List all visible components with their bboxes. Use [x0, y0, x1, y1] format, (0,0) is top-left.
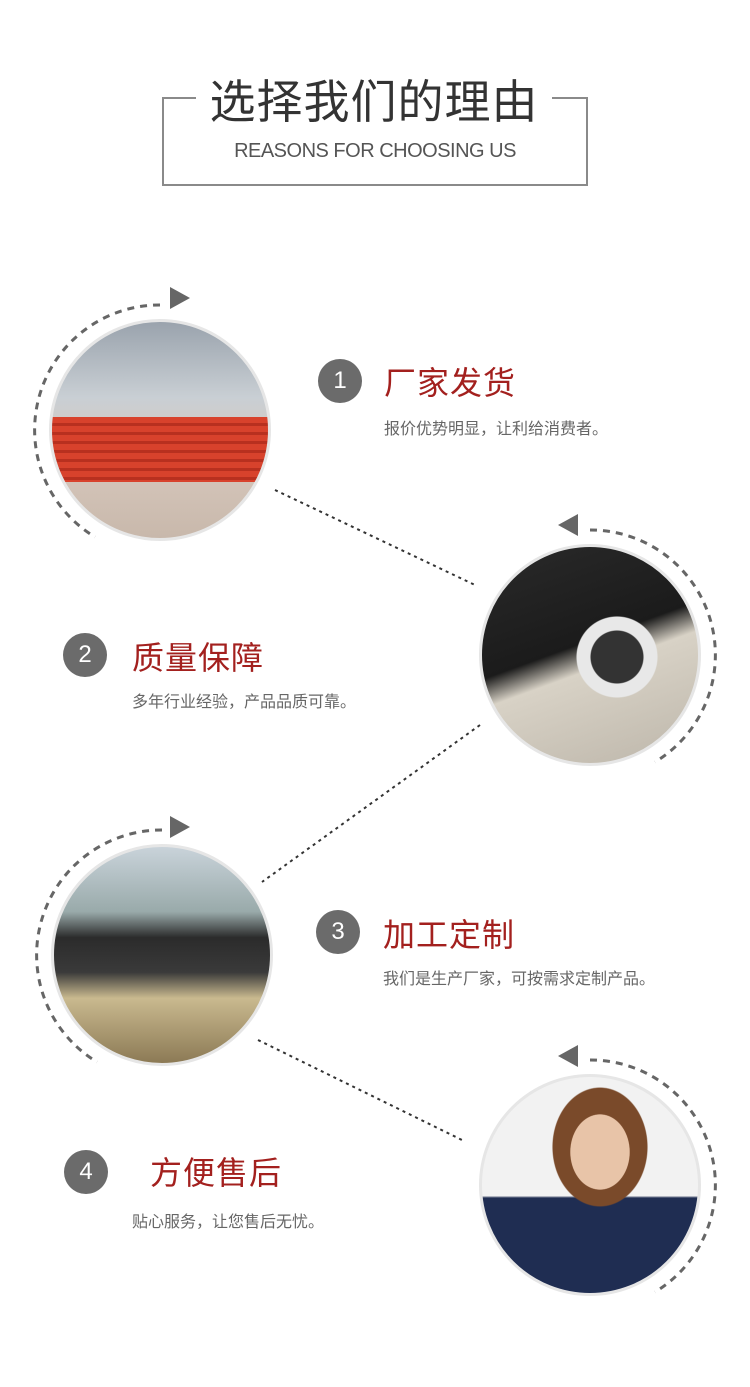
item-title-3: 加工定制	[383, 916, 516, 954]
item-desc-1: 报价优势明显，让利给消费者。	[384, 419, 609, 438]
dashed-arc	[589, 528, 717, 764]
hose-photo	[479, 544, 701, 766]
item-desc-2: 多年行业经验，产品品质可靠。	[132, 692, 357, 711]
item-desc-3: 我们是生产厂家，可按需求定制产品。	[383, 969, 656, 988]
customer-service-photo	[479, 1074, 701, 1296]
item-desc-4: 贴心服务，让您售后无忧。	[132, 1212, 325, 1231]
arrow-right-icon	[170, 287, 190, 309]
connector-line	[257, 1039, 463, 1141]
item-title-4: 方便售后	[150, 1154, 283, 1192]
connector-line	[261, 724, 481, 883]
badge-2: 2	[63, 633, 107, 677]
arrow-left-icon	[558, 514, 578, 536]
connector-line	[274, 489, 476, 586]
dashed-arc	[33, 303, 161, 539]
arrow-right-icon	[170, 816, 190, 838]
page-subtitle: REASONS FOR CHOOSING US	[234, 140, 516, 162]
item-title-2: 质量保障	[132, 639, 265, 677]
warehouse-photo	[49, 319, 271, 541]
badge-1: 1	[318, 359, 362, 403]
page-title: 选择我们的理由	[209, 75, 539, 129]
badge-3: 3	[316, 910, 360, 954]
arrow-left-icon	[558, 1045, 578, 1067]
frame-line	[552, 97, 588, 99]
factory-photo	[51, 844, 273, 1066]
dashed-arc	[589, 1058, 717, 1294]
badge-4: 4	[64, 1150, 108, 1194]
dashed-arc	[35, 828, 163, 1064]
item-title-1: 厂家发货	[384, 364, 517, 402]
frame-line	[162, 97, 196, 99]
title-frame	[162, 97, 588, 186]
